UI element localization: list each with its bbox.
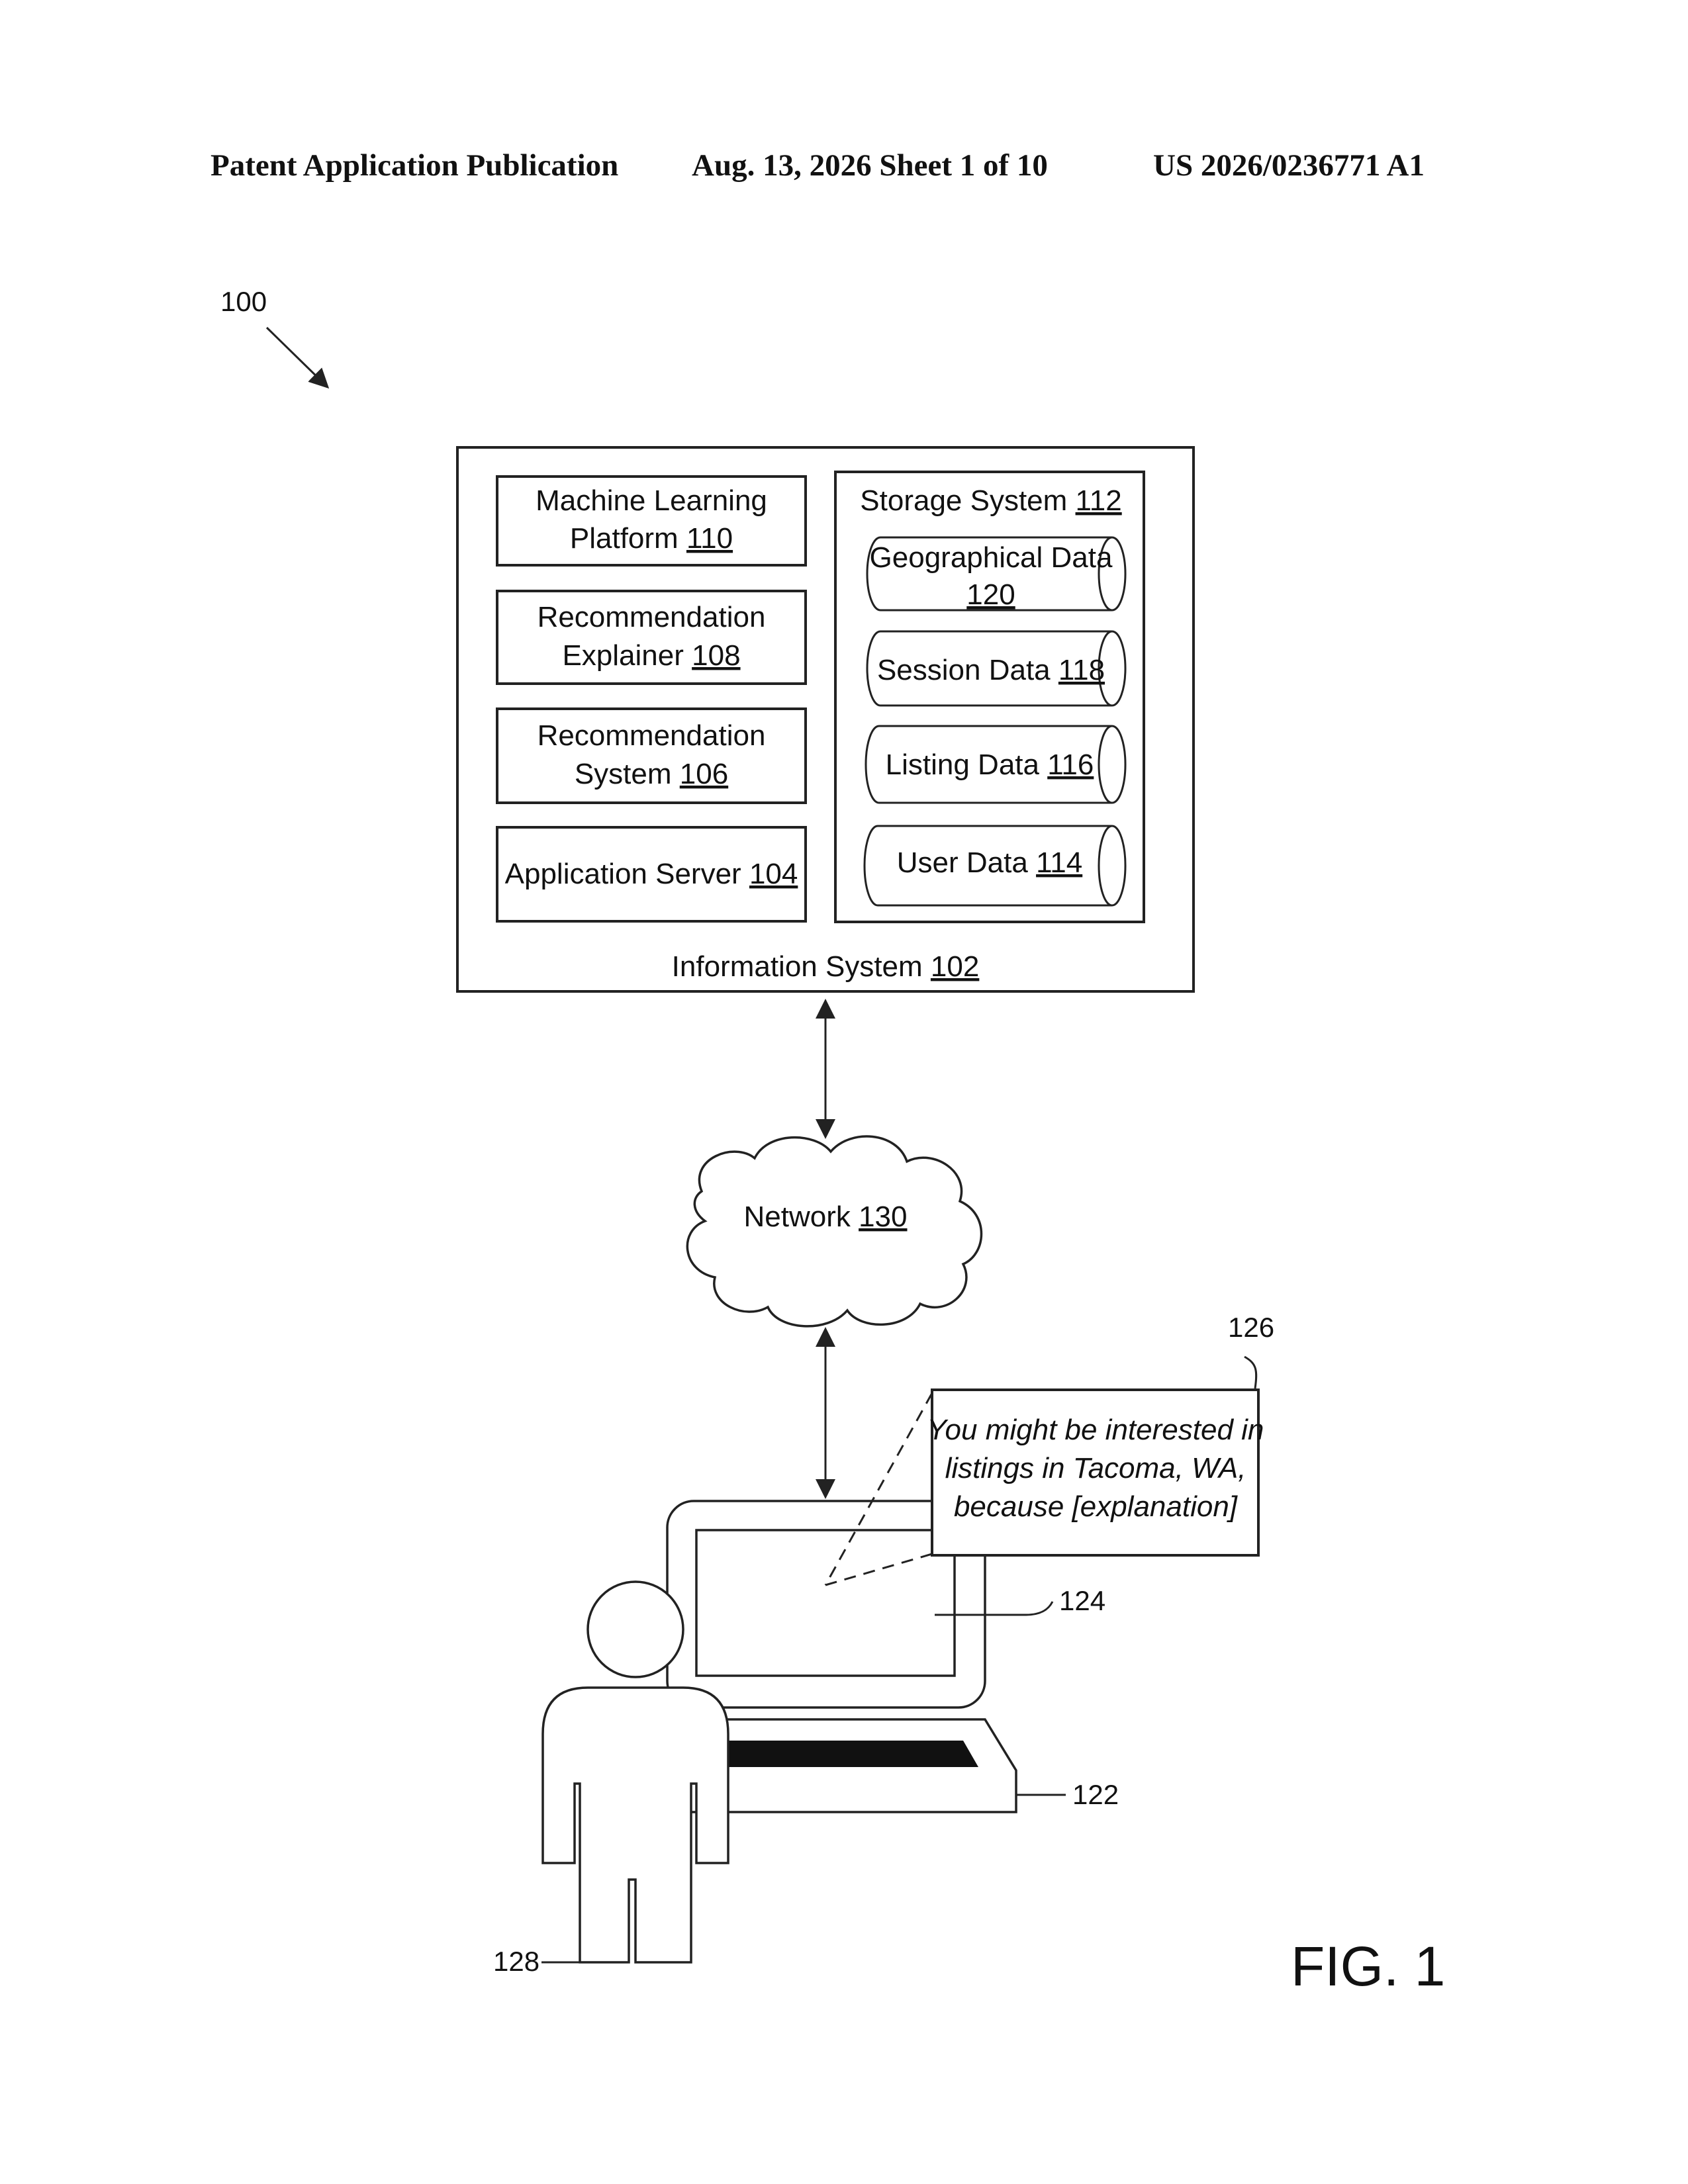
svg-text:Session Data 118: Session Data 118 (877, 654, 1105, 686)
storage-system-title: Storage System 112 (860, 484, 1121, 517)
callout-line-2: listings in Tacoma, WA, (945, 1452, 1246, 1484)
callout-leader-126 (1244, 1357, 1256, 1388)
keyboard (715, 1741, 978, 1767)
svg-text:Listing Data 116: Listing Data 116 (886, 749, 1094, 781)
recommendation-explainer-module: Recommendation Explainer 108 (497, 591, 806, 684)
application-server-module: Application Server 104 (497, 827, 806, 921)
figure-reference-number: 100 (220, 286, 267, 317)
svg-text:System 106: System 106 (575, 758, 728, 790)
svg-text:Machine Learning: Machine Learning (536, 484, 767, 517)
figure-reference-arrow (267, 328, 328, 387)
screen-reference-number: 124 (1059, 1585, 1105, 1616)
callout-line-1: You might be interested in (927, 1414, 1264, 1446)
svg-text:Platform 110: Platform 110 (570, 522, 733, 555)
svg-text:Recommendation: Recommendation (538, 719, 766, 752)
svg-text:User Data 114: User Data 114 (897, 846, 1082, 879)
callout-reference-number: 126 (1228, 1312, 1274, 1343)
svg-text:120: 120 (966, 578, 1015, 611)
information-system-label: Information System 102 (672, 950, 980, 983)
svg-text:Recommendation: Recommendation (538, 601, 766, 633)
user-reference-number: 128 (493, 1946, 539, 1977)
header-date-sheet: Aug. 13, 2026 Sheet 1 of 10 (692, 148, 1048, 183)
figure-label: FIG. 1 (1291, 1935, 1445, 1997)
network-label: Network 130 (743, 1201, 907, 1233)
device-reference-number: 122 (1072, 1779, 1119, 1810)
header-publication-type: Patent Application Publication (211, 148, 618, 183)
svg-text:Application Server 104: Application Server 104 (505, 858, 798, 890)
callout-line-3: because [explanation] (954, 1490, 1239, 1523)
header-publication-number: US 2026/0236771 A1 (1153, 148, 1425, 183)
recommendation-system-module: Recommendation System 106 (497, 709, 806, 803)
svg-text:Geographical Data: Geographical Data (870, 541, 1113, 574)
machine-learning-platform-module: Machine Learning Platform 110 (497, 477, 806, 565)
svg-text:Explainer 108: Explainer 108 (562, 639, 740, 672)
